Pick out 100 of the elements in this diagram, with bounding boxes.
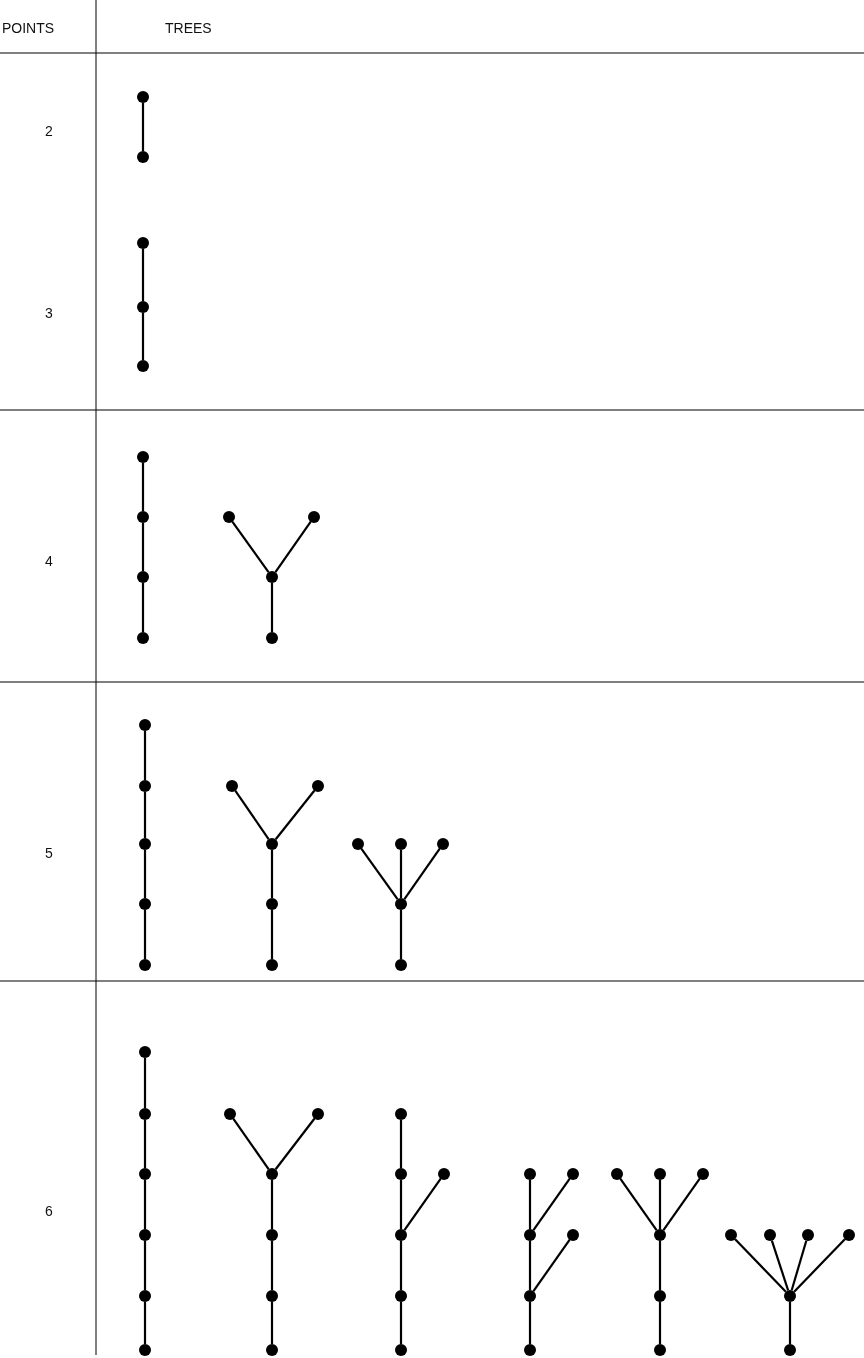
tree-edge xyxy=(658,1302,662,1344)
tree-point xyxy=(437,838,449,850)
tree-edge xyxy=(399,1120,403,1168)
tree-point xyxy=(139,959,151,971)
tree-point xyxy=(266,571,278,583)
tree-point xyxy=(395,1229,407,1241)
tree-point xyxy=(802,1229,814,1241)
tree-edge xyxy=(143,792,147,838)
tree-edge xyxy=(788,1302,792,1344)
tree-point xyxy=(266,959,278,971)
tree-edge xyxy=(270,850,274,898)
tree-point xyxy=(312,780,324,792)
tree-edge xyxy=(399,910,403,959)
tree-edge xyxy=(734,1238,787,1293)
tree-point xyxy=(784,1344,796,1356)
row-label: 2 xyxy=(45,123,53,139)
tree-point xyxy=(308,511,320,523)
tree-edge xyxy=(532,1178,571,1231)
tree-edge xyxy=(234,790,270,840)
tree-point xyxy=(654,1229,666,1241)
tree-point xyxy=(223,511,235,523)
tree-edge xyxy=(360,848,399,900)
tree-edge xyxy=(399,850,403,898)
tree-point xyxy=(843,1229,855,1241)
tree-edge xyxy=(270,1302,274,1344)
tree-point xyxy=(524,1290,536,1302)
tree-edge xyxy=(232,1118,270,1170)
tree-point xyxy=(139,719,151,731)
tree-point xyxy=(524,1168,536,1180)
tree-point xyxy=(524,1229,536,1241)
tree-point xyxy=(137,301,149,313)
tree-point xyxy=(697,1168,709,1180)
tree-point xyxy=(266,838,278,850)
tree-point xyxy=(137,91,149,103)
tree-point xyxy=(395,1290,407,1302)
tree-edge xyxy=(403,848,441,900)
tree-edge xyxy=(143,1241,147,1290)
tree-point xyxy=(725,1229,737,1241)
tree-edge xyxy=(270,1241,274,1290)
tree-edge xyxy=(528,1302,532,1344)
tree-point xyxy=(137,451,149,463)
row-label: 4 xyxy=(45,553,53,569)
tree-point xyxy=(567,1229,579,1241)
tree-edge xyxy=(143,1302,147,1344)
tree-edge xyxy=(662,1178,701,1231)
tree-point xyxy=(137,571,149,583)
tree-point xyxy=(395,898,407,910)
tree-edge xyxy=(528,1241,532,1290)
tree-point xyxy=(395,838,407,850)
tree-point xyxy=(137,360,149,372)
tree-edge xyxy=(141,583,145,632)
tree-edge xyxy=(143,1120,147,1168)
tree-point xyxy=(139,898,151,910)
tree-edge xyxy=(399,1180,403,1229)
tree-point xyxy=(139,838,151,850)
tree-point xyxy=(266,1290,278,1302)
tree-point xyxy=(764,1229,776,1241)
tree-point xyxy=(266,1229,278,1241)
tree-edge xyxy=(231,521,270,573)
tree-point xyxy=(395,1168,407,1180)
tree-point xyxy=(611,1168,623,1180)
tree-point xyxy=(139,780,151,792)
tree-edge xyxy=(141,103,145,151)
tree-point xyxy=(226,780,238,792)
tree-point xyxy=(266,1344,278,1356)
tree-edge xyxy=(143,1058,147,1108)
tree-point xyxy=(784,1290,796,1302)
tree-edge xyxy=(141,313,145,360)
tree-edge xyxy=(270,1180,274,1229)
tree-point xyxy=(654,1344,666,1356)
tree-point xyxy=(266,632,278,644)
tree-point xyxy=(137,237,149,249)
tree-edge xyxy=(790,1240,808,1291)
column-header: TREES xyxy=(165,20,212,36)
tree-point xyxy=(139,1108,151,1120)
tree-point xyxy=(395,959,407,971)
tree-point xyxy=(266,1168,278,1180)
tree-edge xyxy=(274,521,312,573)
tree-point xyxy=(654,1290,666,1302)
tree-edge xyxy=(270,583,274,632)
tree-point xyxy=(654,1168,666,1180)
tree-edge xyxy=(403,1178,442,1231)
tree-edge xyxy=(143,850,147,898)
tree-edge xyxy=(143,731,147,780)
tree-point xyxy=(224,1108,236,1120)
column-header: POINTS xyxy=(2,20,55,36)
tree-point xyxy=(567,1168,579,1180)
tree-point xyxy=(352,838,364,850)
tree-edge xyxy=(532,1239,571,1292)
tree-edge xyxy=(143,910,147,959)
tree-edge xyxy=(658,1180,662,1229)
tree-point xyxy=(137,511,149,523)
tree-edge xyxy=(793,1238,846,1293)
tree-point xyxy=(266,898,278,910)
row-label: 6 xyxy=(45,1203,53,1219)
tree-edge xyxy=(619,1178,658,1231)
tree-point xyxy=(139,1229,151,1241)
tree-edge xyxy=(658,1241,662,1290)
tree-point xyxy=(139,1290,151,1302)
tree-point xyxy=(139,1046,151,1058)
